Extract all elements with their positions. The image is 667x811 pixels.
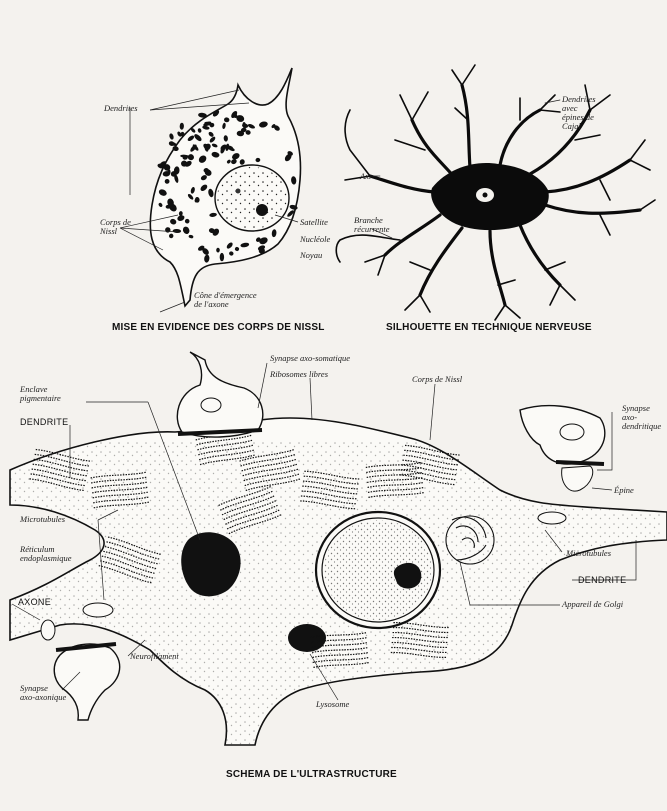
- label-appareil-golgi: Appareil de Golgi: [562, 600, 623, 609]
- label-lysosome: Lysosome: [316, 700, 349, 709]
- label-ax: Ax.: [360, 172, 371, 181]
- label-synapse-axoaxonique: Synapse axo-axonique: [20, 684, 66, 702]
- synapse-axosomatic: [177, 352, 263, 437]
- caption-nissl: MISE EN EVIDENCE DES CORPS DE NISSL: [112, 322, 325, 333]
- synapse-axodendritic: [520, 406, 605, 492]
- label-nucleole: Nucléole: [300, 235, 330, 244]
- label-corps-de-nissl-ultra: Corps de Nissl: [412, 375, 462, 384]
- label-epine: Épine: [614, 486, 634, 495]
- label-microtubules-left: Microtubules: [20, 515, 65, 524]
- caption-ultrastructure: SCHEMA DE L'ULTRASTRUCTURE: [226, 769, 397, 780]
- label-branche-recurrente: Branche récurrente: [354, 216, 390, 234]
- label-ribosomes-libres: Ribosomes libres: [270, 370, 328, 379]
- label-satellite: Satellite: [300, 218, 328, 227]
- label-noyau: Noyau: [300, 251, 322, 260]
- label-microtubules-right: Microtubules: [566, 549, 611, 558]
- label-synapse-axosomatique: Synapse axo-somatique: [270, 354, 350, 363]
- label-dendrites: Dendrites: [104, 104, 138, 113]
- label-dendrite-right: DENDRITE: [578, 575, 626, 585]
- label-cone-emergence: Cône d'émergence de l'axone: [194, 291, 257, 309]
- label-dendrite-left: DENDRITE: [20, 417, 68, 427]
- caption-silhouette: SILHOUETTE EN TECHNIQUE NERVEUSE: [386, 322, 592, 333]
- synapse-axoaxonic: [54, 644, 119, 720]
- silhouette-neuron-drawing: [336, 65, 655, 320]
- label-neurofilament: Neurofilament: [130, 652, 179, 661]
- label-synapse-axodendritique: Synapse axo- dendritique: [622, 404, 667, 431]
- nissl-neuron-drawing: [120, 68, 301, 312]
- label-reticulum: Réticulum endoplasmique: [20, 545, 71, 563]
- label-enclave-pigmentaire: Enclave pigmentaire: [20, 385, 61, 403]
- label-dendrites-epines: Dendrites avec épines de Cajal: [562, 95, 596, 131]
- label-axone: AXONE: [18, 597, 51, 607]
- label-corps-de-nissl: Corps de Nissl: [100, 218, 131, 236]
